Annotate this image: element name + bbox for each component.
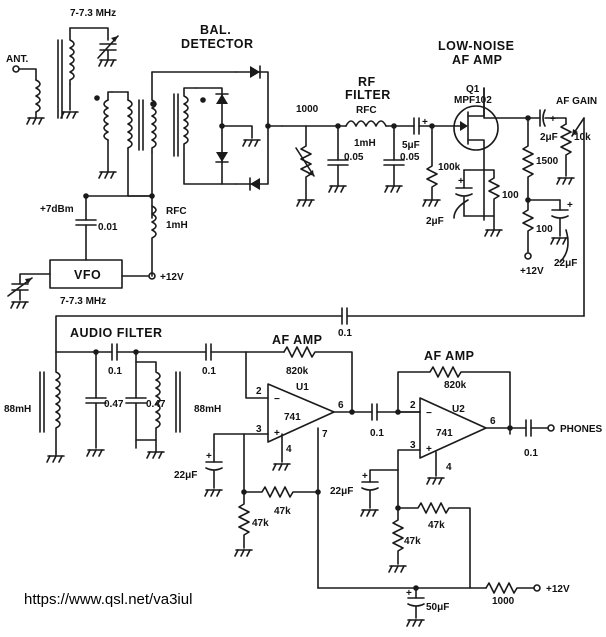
op741b-label: 741 [436, 428, 453, 439]
lna-label-1: LOW-NOISE [438, 39, 514, 53]
low-noise-af-amp: LOW-NOISE AF AMP Q1 MPF102 + 5μF 100k + … [402, 39, 529, 237]
u1-stage-label: AF AMP [272, 333, 322, 347]
r1000-bot-label: 1000 [492, 596, 515, 607]
minus-u2: − [426, 408, 432, 419]
c001-label: 0.01 [98, 222, 118, 233]
rf-label-1: RF [358, 75, 376, 89]
supply-rail: + 50μF 1000 +12V [317, 582, 570, 627]
r820b-label: 820k [444, 380, 467, 391]
c01-out-label: 0.1 [524, 448, 538, 459]
tuning-range-label: 7-7.3 MHz [70, 8, 116, 19]
plus-mark-c5: + [422, 117, 428, 128]
v12-vfo-label: +12V [160, 272, 184, 283]
plus-c22u1: + [206, 451, 212, 462]
lna-label-2: AF AMP [452, 53, 502, 67]
plus-mark-c2: + [458, 176, 464, 187]
q1-label: Q1 [466, 84, 480, 95]
audio-filter: AUDIO FILTER 0.1 0.1 88mH 0.47 0.47 [4, 326, 247, 463]
bal-label-2: DETECTOR [181, 37, 254, 51]
antenna-input: ANT. [6, 54, 45, 125]
r47c-label: 47k [428, 520, 445, 531]
plus-u2: + [426, 444, 432, 455]
audio-filter-label: AUDIO FILTER [70, 326, 163, 340]
r10k-label: 10k [574, 132, 591, 143]
u2-label: U2 [452, 404, 465, 415]
vfo-section: +7dBm 0.01 RFC 1mH VFO +12V 7-7.3 MHz [7, 193, 188, 309]
pin2b-label: 2 [410, 400, 416, 411]
v12-q1-label: +12V [520, 266, 544, 277]
link-to-audio-filter: 0.1 [55, 307, 585, 353]
plus-c50: + [406, 588, 412, 599]
r1500-label: 1500 [536, 156, 559, 167]
rfc-value: 1mH [354, 138, 376, 149]
c005b-label: 0.05 [400, 152, 420, 163]
pin2a-label: 2 [256, 386, 262, 397]
plus-mark-c22: + [567, 200, 573, 211]
pin3b-label: 3 [410, 440, 416, 451]
c22uf-label: 22μF [554, 258, 577, 269]
af-gain-label: AF GAIN [556, 96, 597, 107]
r100k-label: 100k [438, 162, 461, 173]
v12-bot-label: +12V [546, 584, 570, 595]
rf-label-2: FILTER [345, 88, 391, 102]
c22uf-u1-label: 22μF [174, 470, 197, 481]
pin6b-label: 6 [490, 416, 496, 427]
source-url: https://www.qsl.net/va3iul [24, 591, 192, 608]
c01-mid-label: 0.1 [370, 428, 384, 439]
r100a-label: 100 [502, 190, 519, 201]
minus-u1: − [274, 394, 280, 405]
antenna-label: ANT. [6, 54, 28, 65]
op-amp-u2: AF AMP 820k − + 741 U2 2 3 6 4 47k 47k +… [330, 349, 603, 589]
l88b-label: 88mH [194, 404, 221, 415]
balanced-detector: BAL. DETECTOR [111, 23, 283, 219]
vfo-label: VFO [74, 268, 101, 282]
c01-link-label: 0.1 [338, 328, 352, 339]
c047a-label: 0.47 [104, 399, 124, 410]
c01-af1-label: 0.1 [108, 366, 122, 377]
r47a-label: 47k [274, 506, 291, 517]
c2uf-src-label: 2μF [426, 216, 444, 227]
r47b-label: 47k [252, 518, 269, 529]
r1000-label: 1000 [296, 104, 319, 115]
pin4a-label: 4 [286, 444, 292, 455]
r47d-label: 47k [404, 536, 421, 547]
c22uf-u2-label: 22μF [330, 486, 353, 497]
c5uf-label: 5μF [402, 140, 420, 151]
pin7a-label: 7 [322, 429, 328, 440]
rf-filter: 1000 RF FILTER RFC 1mH 0.05 0.05 [281, 75, 420, 207]
dbm-label: +7dBm [40, 204, 74, 215]
pin4b-label: 4 [446, 462, 452, 473]
u1-label: U1 [296, 382, 309, 393]
vfo-freq-label: 7-7.3 MHz [60, 296, 106, 307]
q1-part-label: MPF102 [454, 95, 492, 106]
plus-mark-c2out: + [550, 114, 556, 125]
pin6a-label: 6 [338, 400, 344, 411]
phones-label: PHONES [560, 424, 603, 435]
input-transformer: 7-7.3 MHz [57, 8, 119, 179]
c2uf-out-label: 2μF [540, 132, 558, 143]
c005a-label: 0.05 [344, 152, 364, 163]
c50uf-label: 50μF [426, 602, 449, 613]
plus-c22u2: + [362, 471, 368, 482]
plus-u1: + [274, 428, 280, 439]
rfc-label: RFC [356, 105, 377, 116]
af-gain-stage: AF GAIN + 2μF 10k 1500 100 +12V + 22μF [520, 96, 597, 317]
op741a-label: 741 [284, 412, 301, 423]
l88a-label: 88mH [4, 404, 31, 415]
pin3a-label: 3 [256, 424, 262, 435]
bal-label-1: BAL. [200, 23, 231, 37]
r100b-label: 100 [536, 224, 553, 235]
rfc-mid-label: RFC [166, 206, 187, 217]
r820a-label: 820k [286, 366, 309, 377]
c01-af2-label: 0.1 [202, 366, 216, 377]
rfc-mid-value: 1mH [166, 220, 188, 231]
u2-stage-label: AF AMP [424, 349, 474, 363]
